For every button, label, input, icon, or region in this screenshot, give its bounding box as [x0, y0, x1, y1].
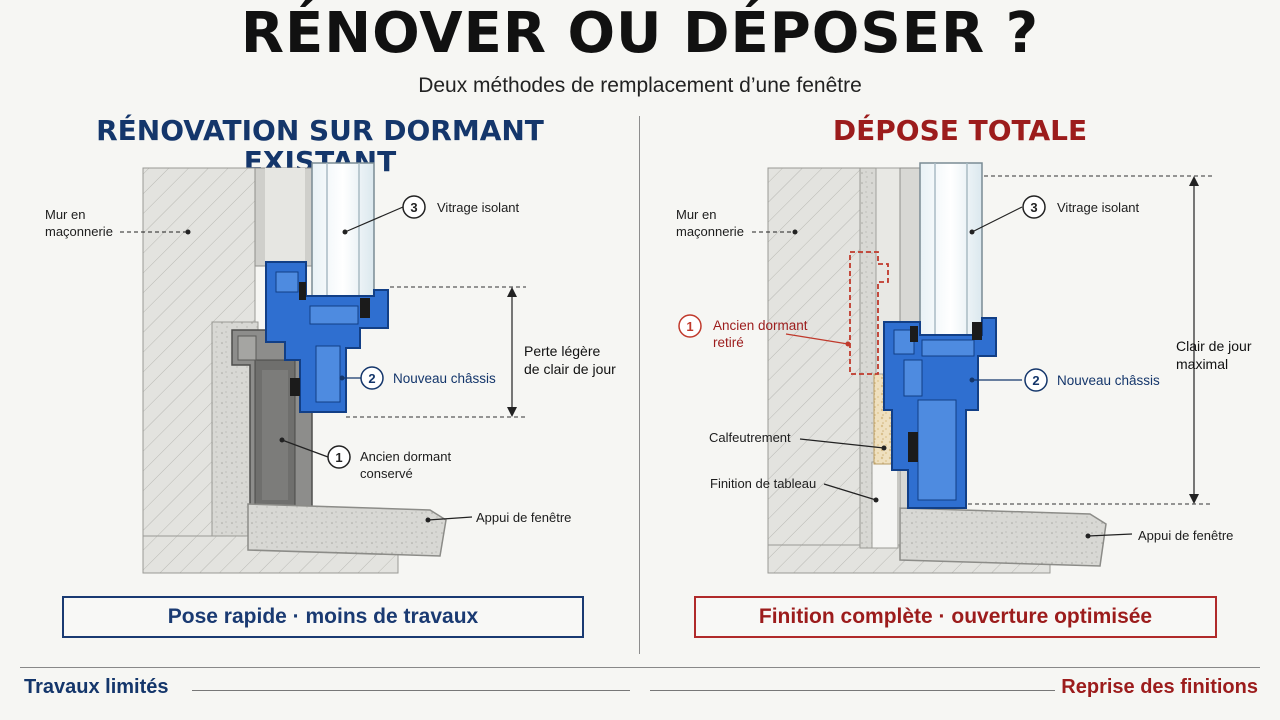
footer-divider	[20, 667, 1260, 668]
footer-right-rule	[650, 690, 1055, 691]
right-removed-label-1: Ancien dormant	[713, 318, 808, 333]
right-finish-label: Finition de tableau	[710, 476, 816, 491]
right-diagram: Mur en maçonnerie 3 Vitrage isolant 1 An…	[676, 162, 1252, 574]
left-frame-marker	[360, 366, 384, 390]
right-panel-title: DÉPOSE TOTALE	[832, 114, 1088, 147]
left-sill-label: Appui de fenêtre	[476, 510, 571, 525]
left-old-frame-label-2: conservé	[360, 466, 413, 481]
right-reveal-finish	[871, 461, 899, 549]
left-daylight-label-2: de clair de jour	[524, 361, 616, 377]
right-daylight-label-1: Clair de jour	[1176, 338, 1252, 354]
left-frame-label: Nouveau châssis	[393, 371, 496, 386]
right-removed-number: 1	[686, 319, 693, 334]
footer-right-label: Reprise des finitions	[1061, 676, 1258, 698]
left-old-frame-marker	[327, 445, 351, 469]
right-daylight-label-2: maximal	[1176, 356, 1228, 372]
left-glazing	[311, 162, 375, 298]
footer-left-rule	[192, 690, 630, 691]
left-old-frame-number: 1	[335, 450, 342, 465]
left-daylight-label-1: Perte légère	[524, 343, 600, 359]
right-summary-text: Finition complète · ouverture optimisée	[758, 605, 1153, 628]
right-wall-label-1: Mur en	[676, 207, 716, 222]
left-summary-text: Pose rapide · moins de travaux	[167, 605, 479, 628]
right-summary-box: Finition complète · ouverture optimisée	[694, 596, 1217, 638]
main-title: RÉNOVER OU DÉPOSER ?	[240, 1, 1040, 66]
left-new-frame	[265, 261, 389, 413]
left-diagram: Mur en maçonnerie 3 Vitrage isolant 2 No…	[45, 162, 616, 574]
right-sill	[899, 507, 1107, 567]
left-wall-label-2: maçonnerie	[45, 224, 113, 239]
left-glazing-label: Vitrage isolant	[437, 200, 520, 215]
left-old-frame-label-1: Ancien dormant	[360, 449, 451, 464]
right-frame-label: Nouveau châssis	[1057, 373, 1160, 388]
right-glazing-number: 3	[1030, 200, 1037, 215]
right-frame-marker	[1024, 368, 1048, 392]
right-glazing-label: Vitrage isolant	[1057, 200, 1140, 215]
left-frame-number: 2	[368, 371, 375, 386]
left-wall-label-1: Mur en	[45, 207, 85, 222]
right-removed-marker	[678, 314, 702, 338]
right-frame-number: 2	[1032, 373, 1039, 388]
left-summary-box: Pose rapide · moins de travaux	[62, 596, 584, 638]
right-sealing-label: Calfeutrement	[709, 430, 791, 445]
footer-left-label: Travaux limités	[24, 676, 169, 698]
right-glazing-marker	[1022, 195, 1046, 219]
right-removed-frame	[849, 251, 889, 375]
panel-divider	[639, 116, 640, 654]
left-sill	[247, 503, 447, 557]
right-wall-label-2: maçonnerie	[676, 224, 744, 239]
right-sill-label: Appui de fenêtre	[1138, 528, 1233, 543]
subtitle: Deux méthodes de remplacement d’une fenê…	[418, 74, 862, 97]
right-new-frame	[883, 317, 997, 509]
left-glazing-marker	[402, 195, 426, 219]
left-glazing-number: 3	[410, 200, 417, 215]
right-wall	[767, 167, 861, 574]
right-removed-label-2: retiré	[713, 335, 744, 350]
